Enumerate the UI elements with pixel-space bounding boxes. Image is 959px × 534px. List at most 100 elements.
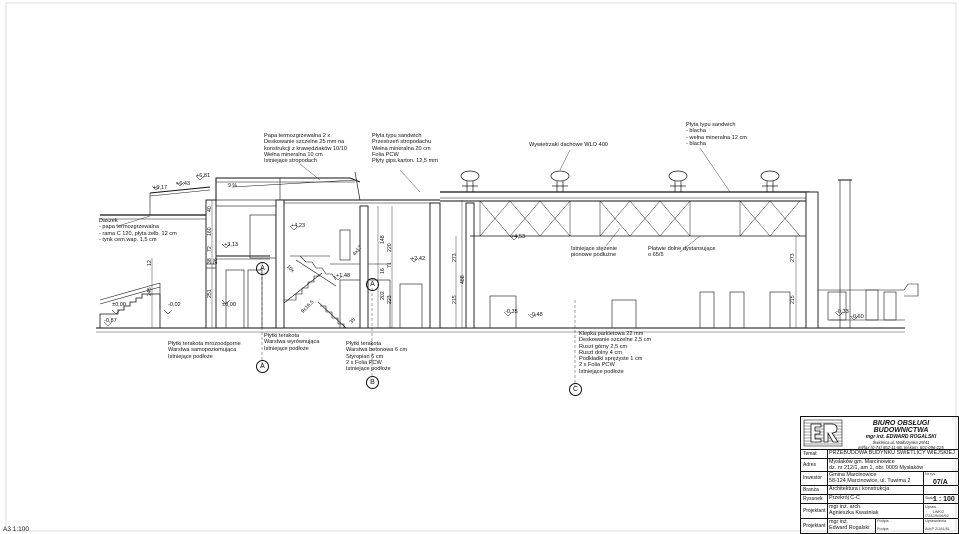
dim-223: 223 <box>387 295 393 304</box>
dim-215-right: 215 <box>790 295 796 304</box>
note-line: Ruszt górny 2,5 cm <box>579 343 628 350</box>
note-line: Płyty gips.karton. 12,5 mm <box>372 158 438 165</box>
title-row-label: Projektant <box>803 507 826 514</box>
note-line: Istniejące podłoże <box>264 345 309 352</box>
section-marker-b: B <box>366 376 379 389</box>
title-row-inwestor: Inwestor Gmina Marcinowice 58-124 Marcino… <box>801 471 959 486</box>
title-row-temat: Temat PRZEBUDOWA BUDYNKU ŚWIETLICY WIEJSK… <box>801 449 959 459</box>
title-row-branża: Branża Architektura i konstrukcja <box>801 485 959 495</box>
firm-name: BIURO OBSŁUGI BUDOWNICTWA <box>872 420 930 434</box>
dim-215-left: 215 <box>452 295 458 304</box>
title-row-rysunek: Rysunek Przekrój C-C <box>801 494 959 504</box>
note-line: Istniejące stropodach <box>264 158 317 165</box>
permit-1-label: Upraw. <box>925 505 937 509</box>
roof-slope: 9 % <box>228 183 237 189</box>
title-row-value: Gmina Marcinowice 58-124 Marcinowice, ul… <box>829 472 911 484</box>
title-row-label: Adres <box>803 461 817 468</box>
note-line: Papa termozgrzewalna 2 x <box>264 133 331 139</box>
dim-16: 16 <box>380 268 386 274</box>
note-line: 2 x Folia PCW <box>346 359 382 366</box>
roof-sandwich-right-note: Płyta typu sandwich- blacha- wełna miner… <box>686 122 747 147</box>
level-6-81: +6,81 <box>196 173 211 179</box>
note-line: Płyta typu sandwich <box>372 133 422 139</box>
sheet-no-label: Nr rys. <box>925 472 937 476</box>
section-marker-a2: A <box>366 278 379 291</box>
title-row-value: mgr inż. Edward Rogalski <box>829 519 870 531</box>
level-2-42: +2,42 <box>411 256 426 262</box>
sheet-no: 07/A <box>933 479 948 486</box>
note-line: Wywietrzaki dachowe WLO 400 <box>529 142 608 148</box>
sign-label-1: Podpis <box>877 519 889 523</box>
note-line: Przestrzeń stropodachu <box>372 139 432 146</box>
title-row-value: Architektura i konstrukcja <box>829 486 890 492</box>
level-6-17: +6,17 <box>153 185 168 191</box>
scale-label: Skala <box>925 496 935 500</box>
dim-245: 245 <box>147 287 153 296</box>
dim-202: 202 <box>380 291 386 300</box>
note-line: Deskowanie szczelne 25 mm na <box>264 139 345 146</box>
title-row-label: Projektant <box>803 523 826 529</box>
note-line: Wełna mineralna 20 cm <box>372 145 431 152</box>
note-line: Warstwa samopoziomująca <box>168 347 237 354</box>
dim-26: 26 <box>213 258 219 264</box>
permit-1-a: LWK/2 <box>933 510 945 514</box>
level-minus-0-87: -0,87 <box>104 318 117 324</box>
dim-148: 148 <box>380 235 386 244</box>
note-line: pionowe podłużne <box>571 252 617 259</box>
note-line: o 65/5 <box>648 252 664 259</box>
note-line: konstrukcji z krawędziaków 10/10 <box>264 145 348 152</box>
title-block-divider-right <box>923 471 924 534</box>
level-minus-0-02: -0,02 <box>168 302 181 308</box>
section-marker-a1: A <box>256 262 269 275</box>
note-line: Podkładki sprężyste 1 cm <box>579 356 643 363</box>
permit-2-a: AUrP 2/181/81 <box>925 527 950 531</box>
title-row-value: Przekrój C-C <box>829 495 860 501</box>
level-minus-0-60: -0,60 <box>851 314 864 320</box>
note-line: Płytki terakota <box>264 333 300 339</box>
title-row-label: Rysunek <box>803 495 823 502</box>
note-line: Istniejące podłoże <box>168 353 213 360</box>
note-line: Klepka parkietowa 22 mm <box>579 331 644 337</box>
firm-owner: mgr inż. EDWARD ROGALSKI <box>865 434 937 440</box>
note-line: Warstwa wyrównująca <box>264 339 320 346</box>
dim-220: 220 <box>387 243 393 252</box>
firm-address: Świdnica ul. Wałbrzyska 29/41 <box>872 440 930 445</box>
scale-value: 1 : 100 <box>933 496 955 503</box>
note-line: Deskowanie szczelne 2,5 cm <box>579 337 652 344</box>
level-minus-0-48: -0,48 <box>530 312 543 318</box>
level-3-13: +3,13 <box>224 242 239 248</box>
note-line: - tynk cem.wap. 1,5 cm <box>99 236 157 243</box>
dim-40: 40 <box>207 206 213 212</box>
level-4-53: +4,53 <box>511 234 526 240</box>
dim-251: 251 <box>207 289 213 298</box>
canopy-note: Daszek- papa termozgrzewalna- rama C 120… <box>99 218 177 243</box>
firm-info: BIURO OBSŁUGI BUDOWNICTWA mgr inż. EDWAR… <box>845 420 957 450</box>
note-line: Istniejące podłoże <box>579 368 624 375</box>
note-line: - wełna mineralna 12 cm <box>686 134 747 141</box>
note-line: Istniejące stężenie <box>571 246 618 252</box>
note-line: - papa termozgrzewalna <box>99 224 160 231</box>
title-row-value: PRZEBUDOWA BUDYNKU ŚWIETLICY WIEJSKIEJ <box>829 450 955 456</box>
dim-72: 72 <box>207 246 213 252</box>
level-0-00-b: ±0,00 <box>222 302 236 308</box>
note-line: Ruszt dolny 4 cm <box>579 349 622 356</box>
title-row-label: Temat <box>803 450 817 457</box>
title-row-label: Inwestor <box>803 475 822 481</box>
title-row-label: Branża <box>803 486 819 493</box>
title-block: BIURO OBSŁUGI BUDOWNICTWA mgr inż. EDWAR… <box>800 416 959 534</box>
level-4-23: +4,23 <box>291 223 306 229</box>
note-line: Płytki terakota <box>346 341 382 347</box>
note-line: Wełna mineralna 10 cm <box>264 151 323 158</box>
permit-1-b: /7242/B/06/92 <box>925 514 949 518</box>
note-line: Warstwa betonowa 6 cm <box>346 347 408 354</box>
dim-71: 71 <box>387 262 393 268</box>
